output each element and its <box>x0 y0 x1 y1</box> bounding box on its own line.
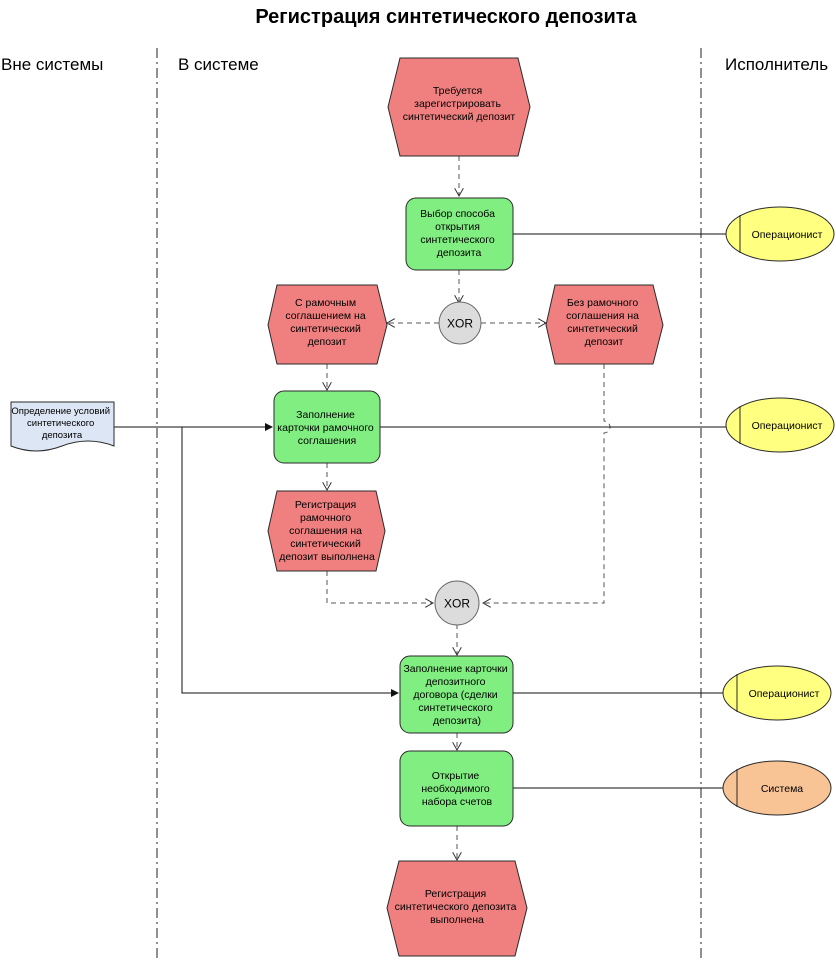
event-start: Требуется зарегистрировать синтетический… <box>387 57 531 157</box>
event-framework-registered: Регистрация рамочного соглашения на синт… <box>267 490 386 572</box>
svg-text:Определение условий синт: Определение условий синтетического депоз… <box>11 406 112 441</box>
input-doc-to-deposit-card <box>181 427 399 697</box>
svg-text:Выбор способа открытия: Выбор способа открытия синтетического де… <box>420 208 498 259</box>
svg-text:Регистрация рамочного: Регистрация рамочного соглашения на синт… <box>279 499 375 563</box>
gateway-xor-merge: XOR <box>434 580 480 626</box>
svg-text:Операционист: Операционист <box>752 420 823 432</box>
svg-text:Регистрация синтетическо: Регистрация синтетического депозита выпо… <box>395 888 520 926</box>
lane-executor-label: Исполнитель <box>725 55 828 74</box>
svg-text:Заполнение карточки рамо: Заполнение карточки рамочного соглашения <box>277 409 376 447</box>
svg-text:XOR: XOR <box>444 597 470 611</box>
function-choose-method: Выбор способа открытия синтетического де… <box>405 197 514 271</box>
gateway-xor-split: XOR <box>438 301 482 345</box>
svg-text:Операционист: Операционист <box>752 229 823 241</box>
diagram-title: Регистрация синтетического депозита <box>255 6 637 28</box>
svg-text:Без рамочного соглашения: Без рамочного соглашения на синтетически… <box>566 297 642 348</box>
event-with-framework: С рамочным соглашением на синтетический … <box>267 284 388 365</box>
lane-outside-label: Вне системы <box>1 55 103 74</box>
function-open-accounts: Открытие необходимого набора счетов <box>399 750 514 827</box>
actor-system: Система <box>722 760 832 816</box>
actor-operator-1: Операционист <box>725 206 835 262</box>
function-fill-framework-card: Заполнение карточки рамочного соглашения <box>273 390 381 464</box>
svg-text:Требуется зарегистрирова: Требуется зарегистрировать синтетический… <box>403 85 516 123</box>
actor-operator-2: Операционист <box>725 397 835 453</box>
svg-text:Операционист: Операционист <box>749 688 820 700</box>
flow-registered-to-merge <box>326 571 433 603</box>
svg-text:Заполнение карточки депо: Заполнение карточки депозитного договора… <box>403 663 510 727</box>
svg-text:XOR: XOR <box>447 317 473 331</box>
event-end: Регистрация синтетического депозита выпо… <box>386 860 528 957</box>
svg-text:С рамочным соглашением н: С рамочным соглашением на синтетический … <box>285 297 368 348</box>
function-fill-deposit-card: Заполнение карточки депозитного договора… <box>399 655 514 734</box>
svg-text:Открытие необходимого: Открытие необходимого набора счетов <box>421 770 492 808</box>
document-deposit-terms: Определение условий синтетического депоз… <box>10 401 115 452</box>
svg-text:Система: Система <box>761 783 803 795</box>
actor-operator-3: Операционист <box>722 665 832 721</box>
flow-without-framework-to-merge <box>483 364 611 603</box>
lane-inside-label: В системе <box>178 55 259 74</box>
event-without-framework: Без рамочного соглашения на синтетически… <box>545 284 664 365</box>
